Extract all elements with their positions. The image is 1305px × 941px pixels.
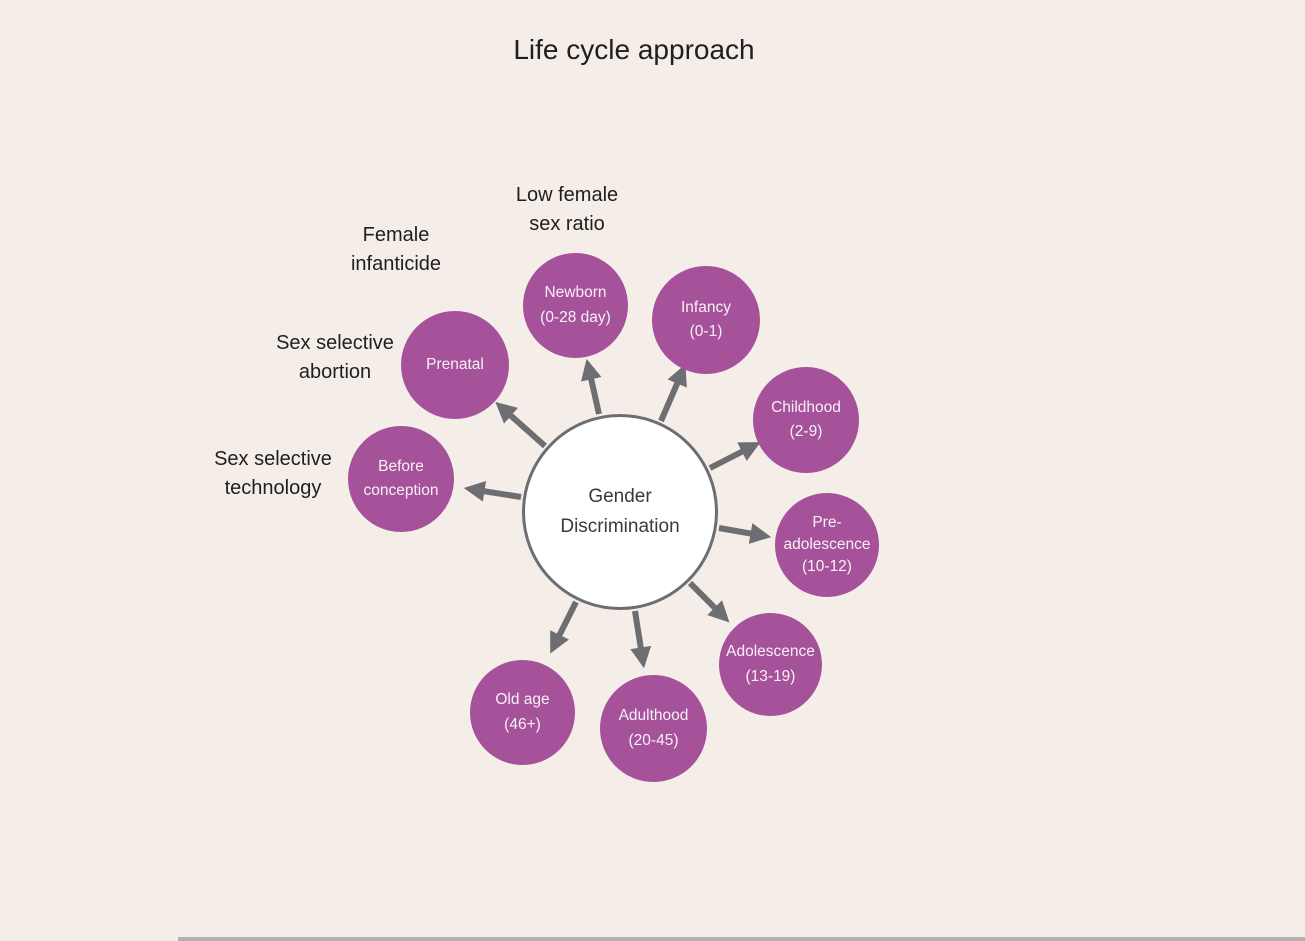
node-pre-adolescence: Pre- adolescence (10-12): [775, 493, 879, 597]
arrow-to-old-age: [550, 600, 579, 654]
arrow-to-adulthood: [630, 610, 652, 669]
bottom-border-line: [178, 937, 1305, 941]
node-adulthood: Adulthood (20-45): [600, 675, 707, 782]
arrow-to-adolescence: [687, 580, 730, 623]
node-adolescence: Adolescence (13-19): [719, 613, 822, 716]
node-infancy: Infancy (0-1): [652, 266, 760, 374]
arrow-to-newborn: [580, 358, 602, 415]
node-label: Adolescence (13-19): [726, 643, 815, 685]
label-female-infanticide: Female infanticide: [350, 224, 442, 275]
center-node-label: Gender Discrimination: [560, 485, 680, 537]
label-low-female-sex-ratio: Low female sex ratio: [515, 184, 619, 235]
node-label: Pre- adolescence (10-12): [783, 514, 871, 575]
node-label: Newborn (0-28 day): [540, 284, 611, 326]
node-childhood: Childhood (2-9): [753, 367, 859, 473]
node-label: Childhood (2-9): [771, 398, 841, 440]
arrow-to-childhood: [708, 442, 761, 471]
center-node-gender-discrimination: Gender Discrimination: [522, 414, 718, 610]
node-before-conception: Before conception: [348, 426, 454, 532]
node-old-age: Old age (46+): [470, 660, 575, 765]
diagram-title: Life cycle approach: [513, 34, 755, 65]
arrow-to-infancy: [658, 364, 687, 423]
arrow-to-prenatal: [495, 401, 547, 449]
node-label: Old age (46+): [495, 691, 550, 733]
node-label: Before conception: [363, 457, 439, 499]
node-newborn: Newborn (0-28 day): [523, 253, 628, 358]
label-sex-selective-abortion: Sex selective abortion: [276, 332, 394, 383]
node-prenatal: Prenatal: [401, 311, 509, 419]
node-label: Prenatal: [426, 355, 484, 373]
label-sex-selective-technology: Sex selective technology: [214, 448, 332, 499]
arrow-to-before-conception: [463, 480, 522, 502]
node-label: Adulthood (20-45): [618, 707, 689, 749]
node-label: Infancy (0-1): [681, 298, 731, 340]
arrow-to-pre-adolescence: [718, 523, 772, 544]
